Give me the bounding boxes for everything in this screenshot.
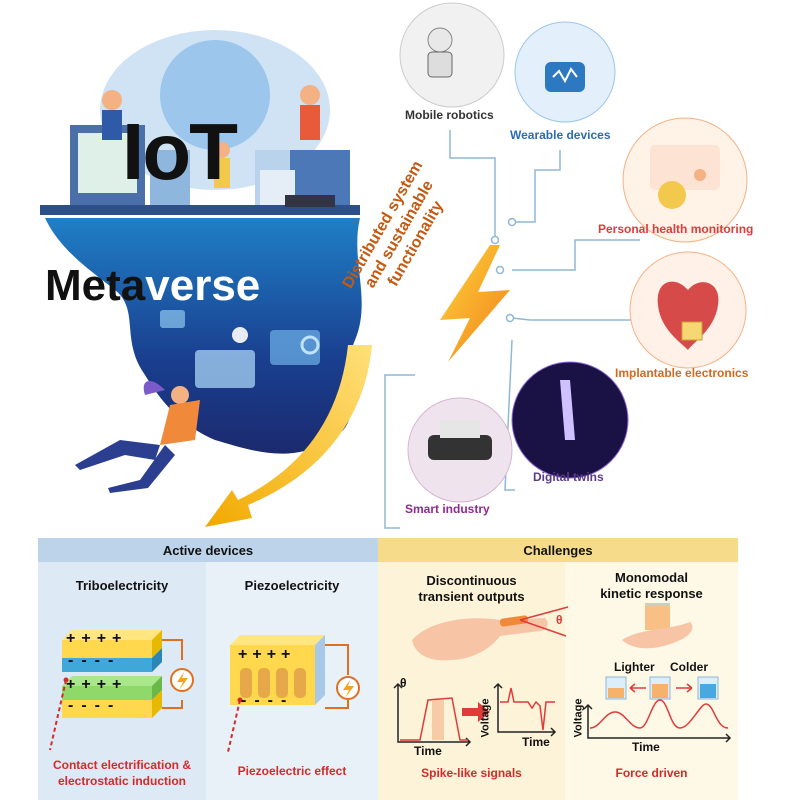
lightning-bolt-icon — [440, 245, 510, 362]
caption-force: Force driven — [615, 766, 688, 780]
iot-title: IoT — [122, 107, 238, 196]
caption-tribo: Contact electrification & electrostatic … — [38, 757, 206, 789]
label-implantable-electronics: Implantable electronics — [615, 366, 749, 380]
force-plot-voltage-label: Voltage — [572, 698, 585, 738]
piezo-plus-signs: ++++ — [238, 646, 296, 663]
piezo-device — [227, 635, 360, 753]
metaverse-illustration — [45, 218, 362, 493]
tribo-bottom-minus-signs: ---- — [68, 697, 122, 714]
app-circles — [399, 2, 748, 503]
caption-piezo: Piezoelectric effect — [237, 764, 347, 778]
label-digital-twins: Digital twins — [533, 470, 604, 484]
voltage-plot-time-label: Time — [522, 735, 550, 749]
connection-lines — [384, 130, 641, 529]
lighter-label: Lighter — [614, 660, 655, 674]
title-discontinuous-line-1: Discontinuous — [426, 573, 517, 588]
title-discontinuous-line-2: transient outputs — [418, 589, 525, 604]
metaverse-prefix: Meta — [45, 261, 146, 310]
finger-illustration — [412, 606, 569, 661]
tribo-device — [49, 630, 194, 751]
caption-spike: Spike-like signals — [421, 766, 522, 780]
glass-icons — [605, 676, 719, 700]
label-mobile-robotics: Mobile robotics — [405, 108, 494, 122]
title-piezoelectricity: Piezoelectricity — [244, 578, 340, 593]
title-monomodal: Monomodal kinetic response — [565, 570, 738, 602]
voltage-plot-voltage-label: Voltage — [479, 698, 492, 738]
piezo-minus-signs: ---- — [241, 692, 295, 709]
header-active-devices: Active devices — [162, 543, 254, 558]
label-wearable-devices: Wearable devices — [510, 128, 611, 142]
finger-theta-label: θ — [556, 613, 563, 627]
header-challenges: Challenges — [523, 543, 593, 558]
caption-tribo-line-1: Contact electrification & — [52, 758, 192, 772]
tribo-bottom-plus-signs: ++++ — [66, 676, 128, 693]
tribo-top-plus-signs: ++++ — [66, 630, 128, 647]
force-plot-time-label: Time — [632, 740, 660, 754]
label-smart-industry: Smart industry — [405, 502, 490, 516]
colder-label: Colder — [670, 660, 709, 674]
title-monomodal-line-1: Monomodal — [615, 570, 688, 585]
curved-arrow — [205, 345, 372, 527]
theta-plot — [393, 682, 472, 747]
metaverse-title: Metaverse — [45, 262, 260, 310]
theta-plot-time-label: Time — [414, 744, 442, 758]
force-plot — [583, 699, 732, 743]
caption-tribo-line-2: electrostatic induction — [57, 774, 187, 788]
label-personal-health-monitoring: Personal health monitoring — [598, 222, 754, 236]
theta-axis-label: θ — [400, 676, 407, 690]
iot-illustration — [40, 30, 360, 215]
title-triboelectricity: Triboelectricity — [75, 578, 169, 593]
metaverse-suffix: verse — [145, 261, 261, 310]
voltage-plot — [493, 682, 557, 737]
title-monomodal-line-2: kinetic response — [600, 586, 703, 601]
tribo-top-minus-signs: ---- — [68, 652, 122, 669]
hand-illustration — [622, 603, 693, 649]
title-discontinuous: Discontinuous transient outputs — [378, 573, 565, 605]
